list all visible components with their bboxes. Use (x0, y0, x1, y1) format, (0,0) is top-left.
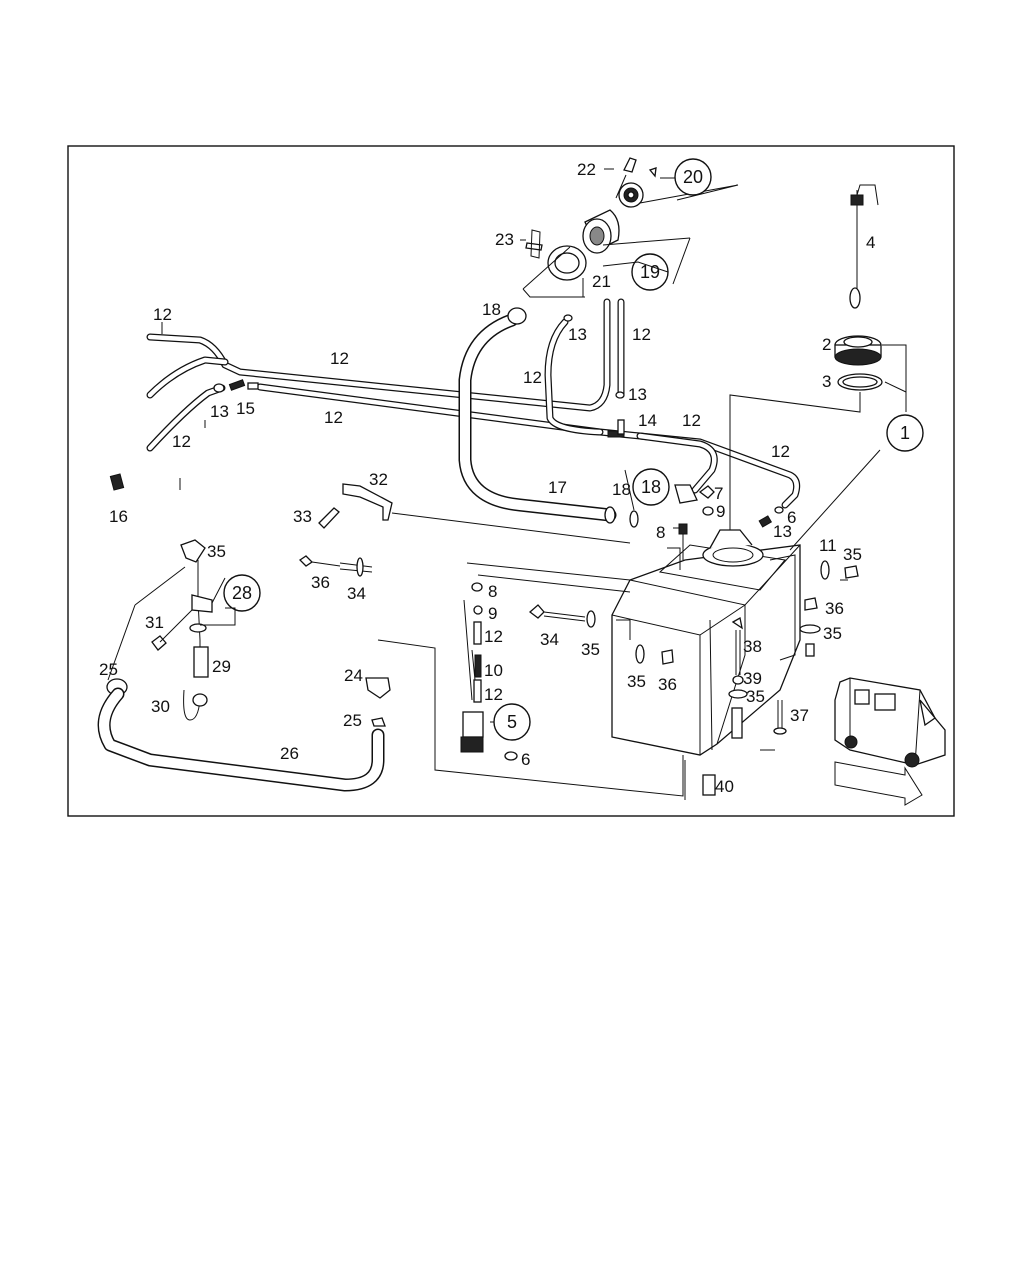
callout-31-label: 31 (145, 613, 164, 632)
callout-32: 32 (369, 470, 388, 489)
callout-12b: 12 (330, 349, 349, 368)
callout-21: 21 (592, 272, 611, 291)
callout-25b: 25 (343, 711, 362, 730)
callout-34b: 34 (540, 630, 559, 649)
callout-3: 3 (822, 372, 831, 391)
sender-unit (729, 184, 907, 560)
callout-6b: 6 (521, 750, 530, 769)
callout-35b: 34 (347, 584, 366, 603)
callout-24: 24 (344, 666, 363, 685)
callout-20: 20 (683, 167, 703, 187)
callout-1: 1 (900, 423, 910, 443)
callout-37: 37 (790, 706, 809, 725)
callout-14: 14 (638, 411, 657, 430)
fuel-lines (146, 298, 801, 509)
callout-35e: 35 (627, 672, 646, 691)
callout-9a: 7 (714, 484, 723, 503)
callout-12h: 12 (172, 432, 191, 451)
text-callouts: 22 23 21 4 2 3 18 13 12 12 12 12 13 14 1… (99, 160, 875, 796)
filler-neck-assembly (522, 157, 739, 298)
leader-lines (161, 168, 848, 723)
callout-19: 19 (640, 262, 660, 282)
callout-circle-1 (886, 414, 924, 452)
callout-12k: 12 (484, 685, 503, 704)
callout-2: 2 (822, 335, 831, 354)
callout-15: 15 (236, 399, 255, 418)
callout-12a: 12 (153, 305, 172, 324)
callout-22: 22 (577, 160, 596, 179)
callout-7: 18 (641, 477, 661, 497)
callout-13b: 13 (628, 385, 647, 404)
fuel-tank (611, 449, 881, 756)
callout-4: 4 (866, 233, 875, 252)
callout-9b: 9 (488, 604, 497, 623)
callout-35f: 35 (746, 687, 765, 706)
callout-29: 29 (212, 657, 231, 676)
callout-36b: 36 (825, 599, 844, 618)
callout-34a: 36 (311, 573, 330, 592)
bolt-34 (528, 604, 596, 628)
filler-hose (458, 307, 639, 528)
callout-16: 16 (109, 507, 128, 526)
callout-12d: 12 (523, 368, 542, 387)
callout-38: 38 (743, 637, 762, 656)
callout-circle-20 (674, 158, 712, 196)
callout-33: 33 (293, 507, 312, 526)
callout-10: 10 (484, 661, 503, 680)
callout-circle-7 (632, 468, 670, 506)
callout-12c: 12 (632, 325, 651, 344)
callout-13d: 6 (787, 508, 796, 527)
callout-30: 30 (151, 697, 170, 716)
callout-12f: 12 (771, 442, 790, 461)
van-icon (834, 677, 946, 806)
callout-8b: 8 (488, 582, 497, 601)
callout-5: 5 (507, 712, 517, 732)
callout-26: 26 (280, 744, 299, 763)
callout-35a: 11 (819, 536, 837, 555)
callout-36a: 35 (843, 545, 862, 564)
callout-6a: 8 (656, 523, 665, 542)
callout-11: 13 (773, 522, 792, 541)
pump-assembly (460, 562, 631, 761)
circled-callouts: 20 19 1 18 28 5 (223, 158, 924, 741)
callout-35d: 35 (823, 624, 842, 643)
callout-28: 28 (232, 583, 252, 603)
callout-circle-28 (223, 574, 261, 612)
line-connectors (213, 314, 784, 528)
callout-23: 23 (495, 230, 514, 249)
drain-hose-26 (97, 639, 684, 797)
vent-assembly (106, 473, 213, 721)
fasteners-right (635, 560, 859, 796)
callout-35c: 35 (581, 640, 600, 659)
callout-39: 39 (743, 669, 762, 688)
callout-18b-label: 18 (612, 480, 631, 499)
callout-13a: 13 (568, 325, 587, 344)
callout-17: 17 (548, 478, 567, 497)
callout-40: 40 (715, 777, 734, 796)
callout-36c: 36 (658, 675, 677, 694)
valve-7 (674, 484, 715, 560)
callout-27: 35 (207, 542, 226, 561)
callout-12j: 12 (484, 627, 503, 646)
callout-25a: 25 (99, 660, 118, 679)
bracket-32 (298, 483, 631, 577)
callout-12g: 12 (324, 408, 343, 427)
callout-12e: 12 (682, 411, 701, 430)
callout-13c: 13 (210, 402, 229, 421)
callout-8a: 9 (716, 502, 725, 521)
callout-18a: 18 (482, 300, 501, 319)
